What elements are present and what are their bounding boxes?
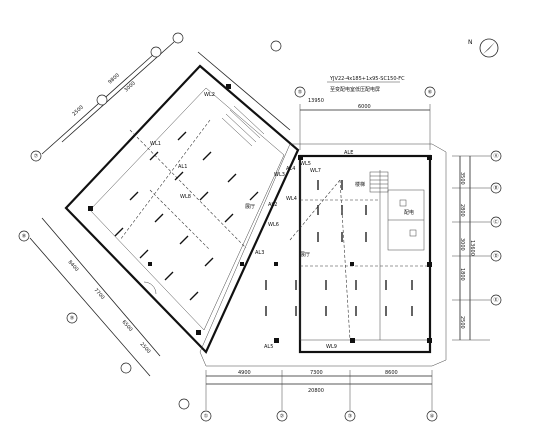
right-dim-total: 13600 bbox=[469, 240, 475, 256]
bottom-axis-4: ④ bbox=[430, 414, 435, 420]
right-axis-2: Ⓑ bbox=[493, 185, 498, 192]
fixture-wl4: WL4 bbox=[286, 196, 297, 202]
left-axis-1: ⑦ bbox=[34, 154, 39, 160]
room-label-1: 展厅 bbox=[245, 204, 255, 210]
diag-dim-3: 3000 bbox=[123, 81, 136, 94]
diag-dim-5: 7700 bbox=[93, 287, 106, 300]
panel-al1: AL1 bbox=[178, 164, 187, 170]
bottom-dim-2: 7300 bbox=[310, 370, 323, 376]
top-axis-1: ⑤ bbox=[298, 90, 302, 96]
top-dim-2: 6000 bbox=[358, 104, 371, 110]
panel-al5: AL5 bbox=[264, 344, 273, 350]
right-axis-5: Ⓔ bbox=[493, 297, 498, 304]
diag-dim-4: 8400 bbox=[67, 259, 80, 272]
diag-dim-2: 2500 bbox=[71, 105, 84, 118]
panel-ale: ALE bbox=[344, 150, 353, 156]
right-dimensions: 3500 2800 3000 1800 2500 13600 Ⓐ Ⓑ Ⓒ Ⓓ Ⓔ bbox=[452, 150, 502, 341]
bottom-dim-1: 4900 bbox=[238, 370, 251, 376]
north-arrow-icon: N bbox=[468, 38, 499, 58]
panel-al4: AL4 bbox=[286, 166, 295, 172]
fixture-wl9: WL9 bbox=[326, 344, 337, 350]
right-dim-2: 2800 bbox=[459, 204, 465, 217]
bottom-axis-3: ③ bbox=[348, 414, 352, 420]
main-stair bbox=[369, 171, 389, 193]
right-dim-5: 2500 bbox=[459, 316, 465, 329]
cable-note: YJV22-4x185+1x95-SC150-FC bbox=[329, 76, 405, 82]
right-axis-1: Ⓐ bbox=[493, 153, 498, 160]
bottom-dim-3: 8600 bbox=[385, 370, 398, 376]
fixture-wl6: WL6 bbox=[268, 222, 279, 228]
right-dim-3: 3000 bbox=[459, 238, 465, 251]
fixture-wl2: WL2 bbox=[204, 92, 215, 98]
bottom-axis-1: ① bbox=[204, 414, 209, 420]
diag-dim-6: 6500 bbox=[121, 319, 134, 332]
fixture-wl3: WL3 bbox=[274, 172, 285, 178]
main-lamps bbox=[265, 180, 413, 316]
fixture-wl8: WL8 bbox=[180, 194, 191, 200]
panel-al3: AL3 bbox=[255, 250, 264, 256]
top-axis-2: ⑥ bbox=[428, 90, 433, 96]
right-axis-4: Ⓓ bbox=[493, 253, 498, 260]
right-dim-4: 1800 bbox=[459, 268, 465, 281]
panel-al2: AL2 bbox=[268, 202, 277, 208]
north-label: N bbox=[468, 39, 473, 46]
bottom-axis-2: ② bbox=[280, 414, 285, 420]
diagonal-dimensions: 9800 2500 3000 8400 7700 6500 2500 ⑦ ⑧ ⑨ bbox=[18, 32, 291, 410]
wing-lamps bbox=[114, 131, 259, 301]
room-label-2: 展厅 bbox=[300, 252, 310, 258]
cable-note-2: 至变配电室低压配电屏 bbox=[330, 86, 380, 93]
top-dim-1: 13950 bbox=[308, 98, 324, 104]
diag-dim-1: 9800 bbox=[107, 73, 120, 86]
right-dim-1: 3500 bbox=[459, 172, 465, 185]
room-label-3: 楼梯 bbox=[355, 181, 365, 188]
fixture-wl1: WL1 bbox=[150, 141, 161, 147]
main-building bbox=[199, 143, 447, 367]
bottom-dim-total: 20800 bbox=[308, 388, 324, 394]
top-dimensions: 13950 6000 ⑤ ⑥ bbox=[294, 86, 436, 150]
rotated-wing bbox=[64, 64, 300, 354]
wing-stair bbox=[221, 105, 265, 147]
fixture-wl7: WL7 bbox=[310, 168, 321, 174]
right-axis-3: Ⓒ bbox=[493, 219, 498, 226]
left-axis-3: ⑨ bbox=[70, 316, 74, 322]
room-label-4: 配电 bbox=[404, 209, 414, 216]
left-axis-2: ⑧ bbox=[22, 234, 27, 240]
bottom-dimensions: 4900 7300 8600 20800 ① ② ③ ④ bbox=[200, 370, 438, 422]
fixture-wl5: WL5 bbox=[300, 161, 311, 167]
